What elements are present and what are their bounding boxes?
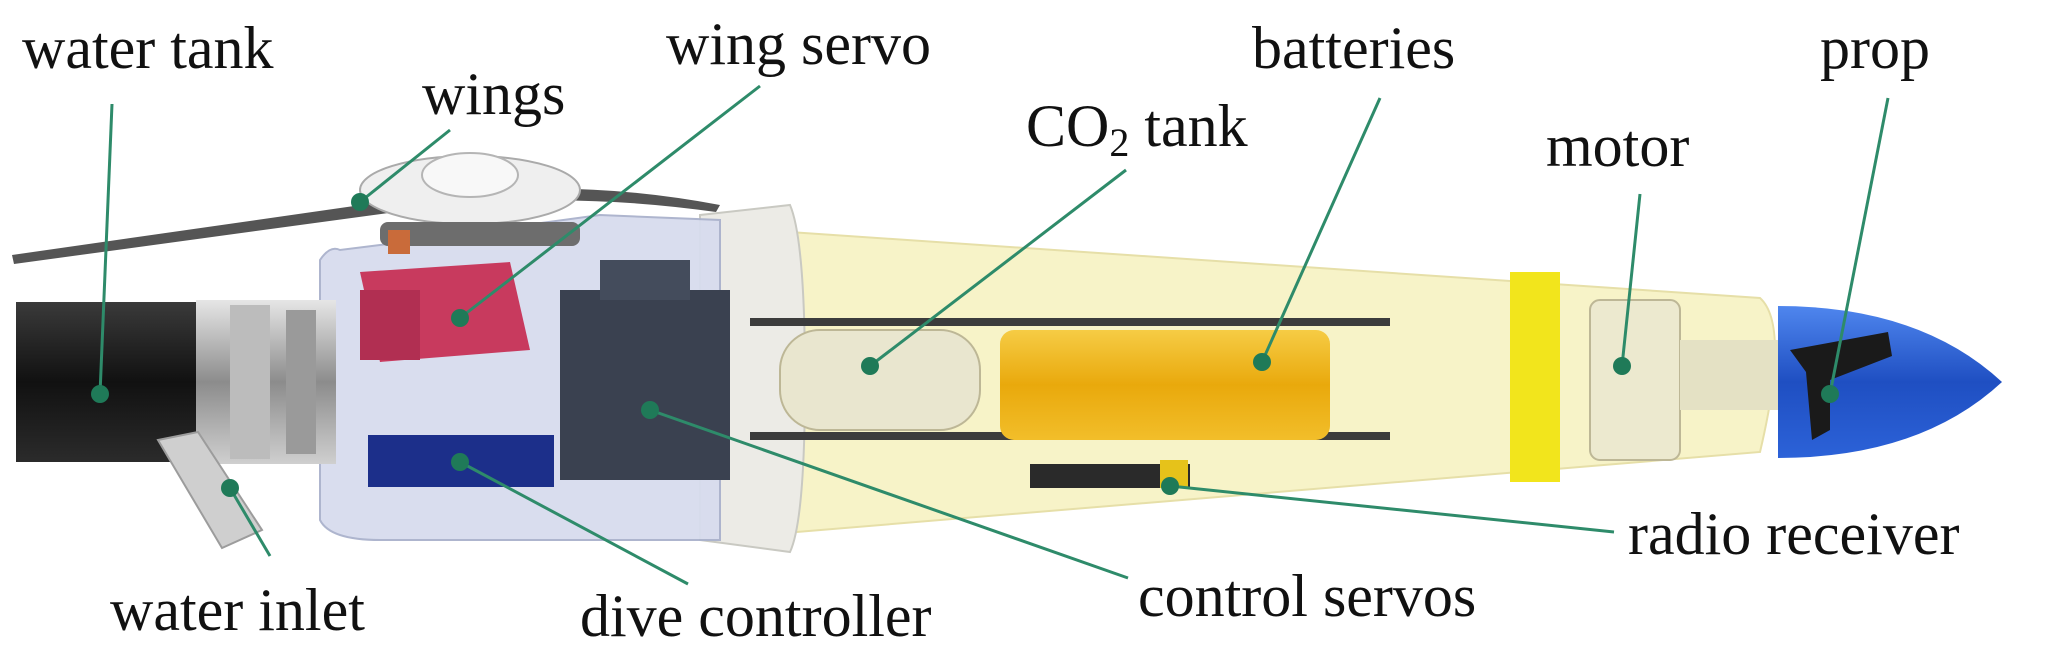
leader-wing-servo — [459, 84, 761, 320]
label-water-inlet: water inlet — [110, 577, 365, 643]
motor — [1589, 299, 1681, 461]
co2-tank-text: tank — [1129, 93, 1248, 159]
dot-prop — [1821, 385, 1839, 403]
dot-co2 — [861, 357, 879, 375]
co2-tank — [779, 329, 981, 431]
dot-wings — [351, 193, 369, 211]
label-wing-servo: wing servo — [666, 11, 931, 77]
co2-text: CO — [1026, 93, 1110, 159]
control-servo-block — [560, 290, 730, 480]
leader-co2 — [869, 168, 1127, 368]
propeller — [1790, 332, 1892, 440]
leader-dive — [459, 460, 689, 586]
leader-lines — [98, 84, 1890, 586]
label-wings: wings — [422, 61, 566, 127]
label-motor: motor — [1546, 113, 1690, 179]
label-prop: prop — [1820, 15, 1930, 81]
dot-wing-servo — [451, 309, 469, 327]
dot-water-tank — [91, 385, 109, 403]
leader-wings — [359, 128, 451, 204]
dot-radio — [1161, 477, 1179, 495]
label-co2-tank: CO2 tank — [1026, 93, 1248, 163]
leader-control — [649, 408, 1129, 580]
dot-control — [641, 401, 659, 419]
leader-motor — [1620, 193, 1642, 367]
label-control-servos: control servos — [1138, 563, 1477, 629]
co2-subscript: 2 — [1109, 120, 1130, 165]
dot-batteries — [1253, 353, 1271, 371]
label-batteries: batteries — [1252, 15, 1456, 81]
dot-motor — [1613, 357, 1631, 375]
leader-batteries — [1260, 97, 1382, 363]
leader-dots — [91, 193, 1839, 497]
battery-pack — [1000, 330, 1330, 440]
leader-water-inlet — [228, 487, 272, 557]
water-inlet-pipe — [156, 430, 264, 550]
leader-radio — [1169, 484, 1615, 534]
dot-water-inlet — [221, 479, 239, 497]
water-tank — [16, 302, 206, 462]
label-water-tank: water tank — [22, 15, 274, 81]
label-radio-receiver: radio receiver — [1628, 501, 1960, 567]
leader-water-tank — [98, 103, 114, 395]
wing-left — [12, 198, 410, 264]
dot-dive — [451, 453, 469, 471]
yellow-band — [1510, 272, 1560, 482]
leader-prop — [1828, 97, 1890, 395]
label-dive-controller: dive controller — [580, 583, 932, 649]
